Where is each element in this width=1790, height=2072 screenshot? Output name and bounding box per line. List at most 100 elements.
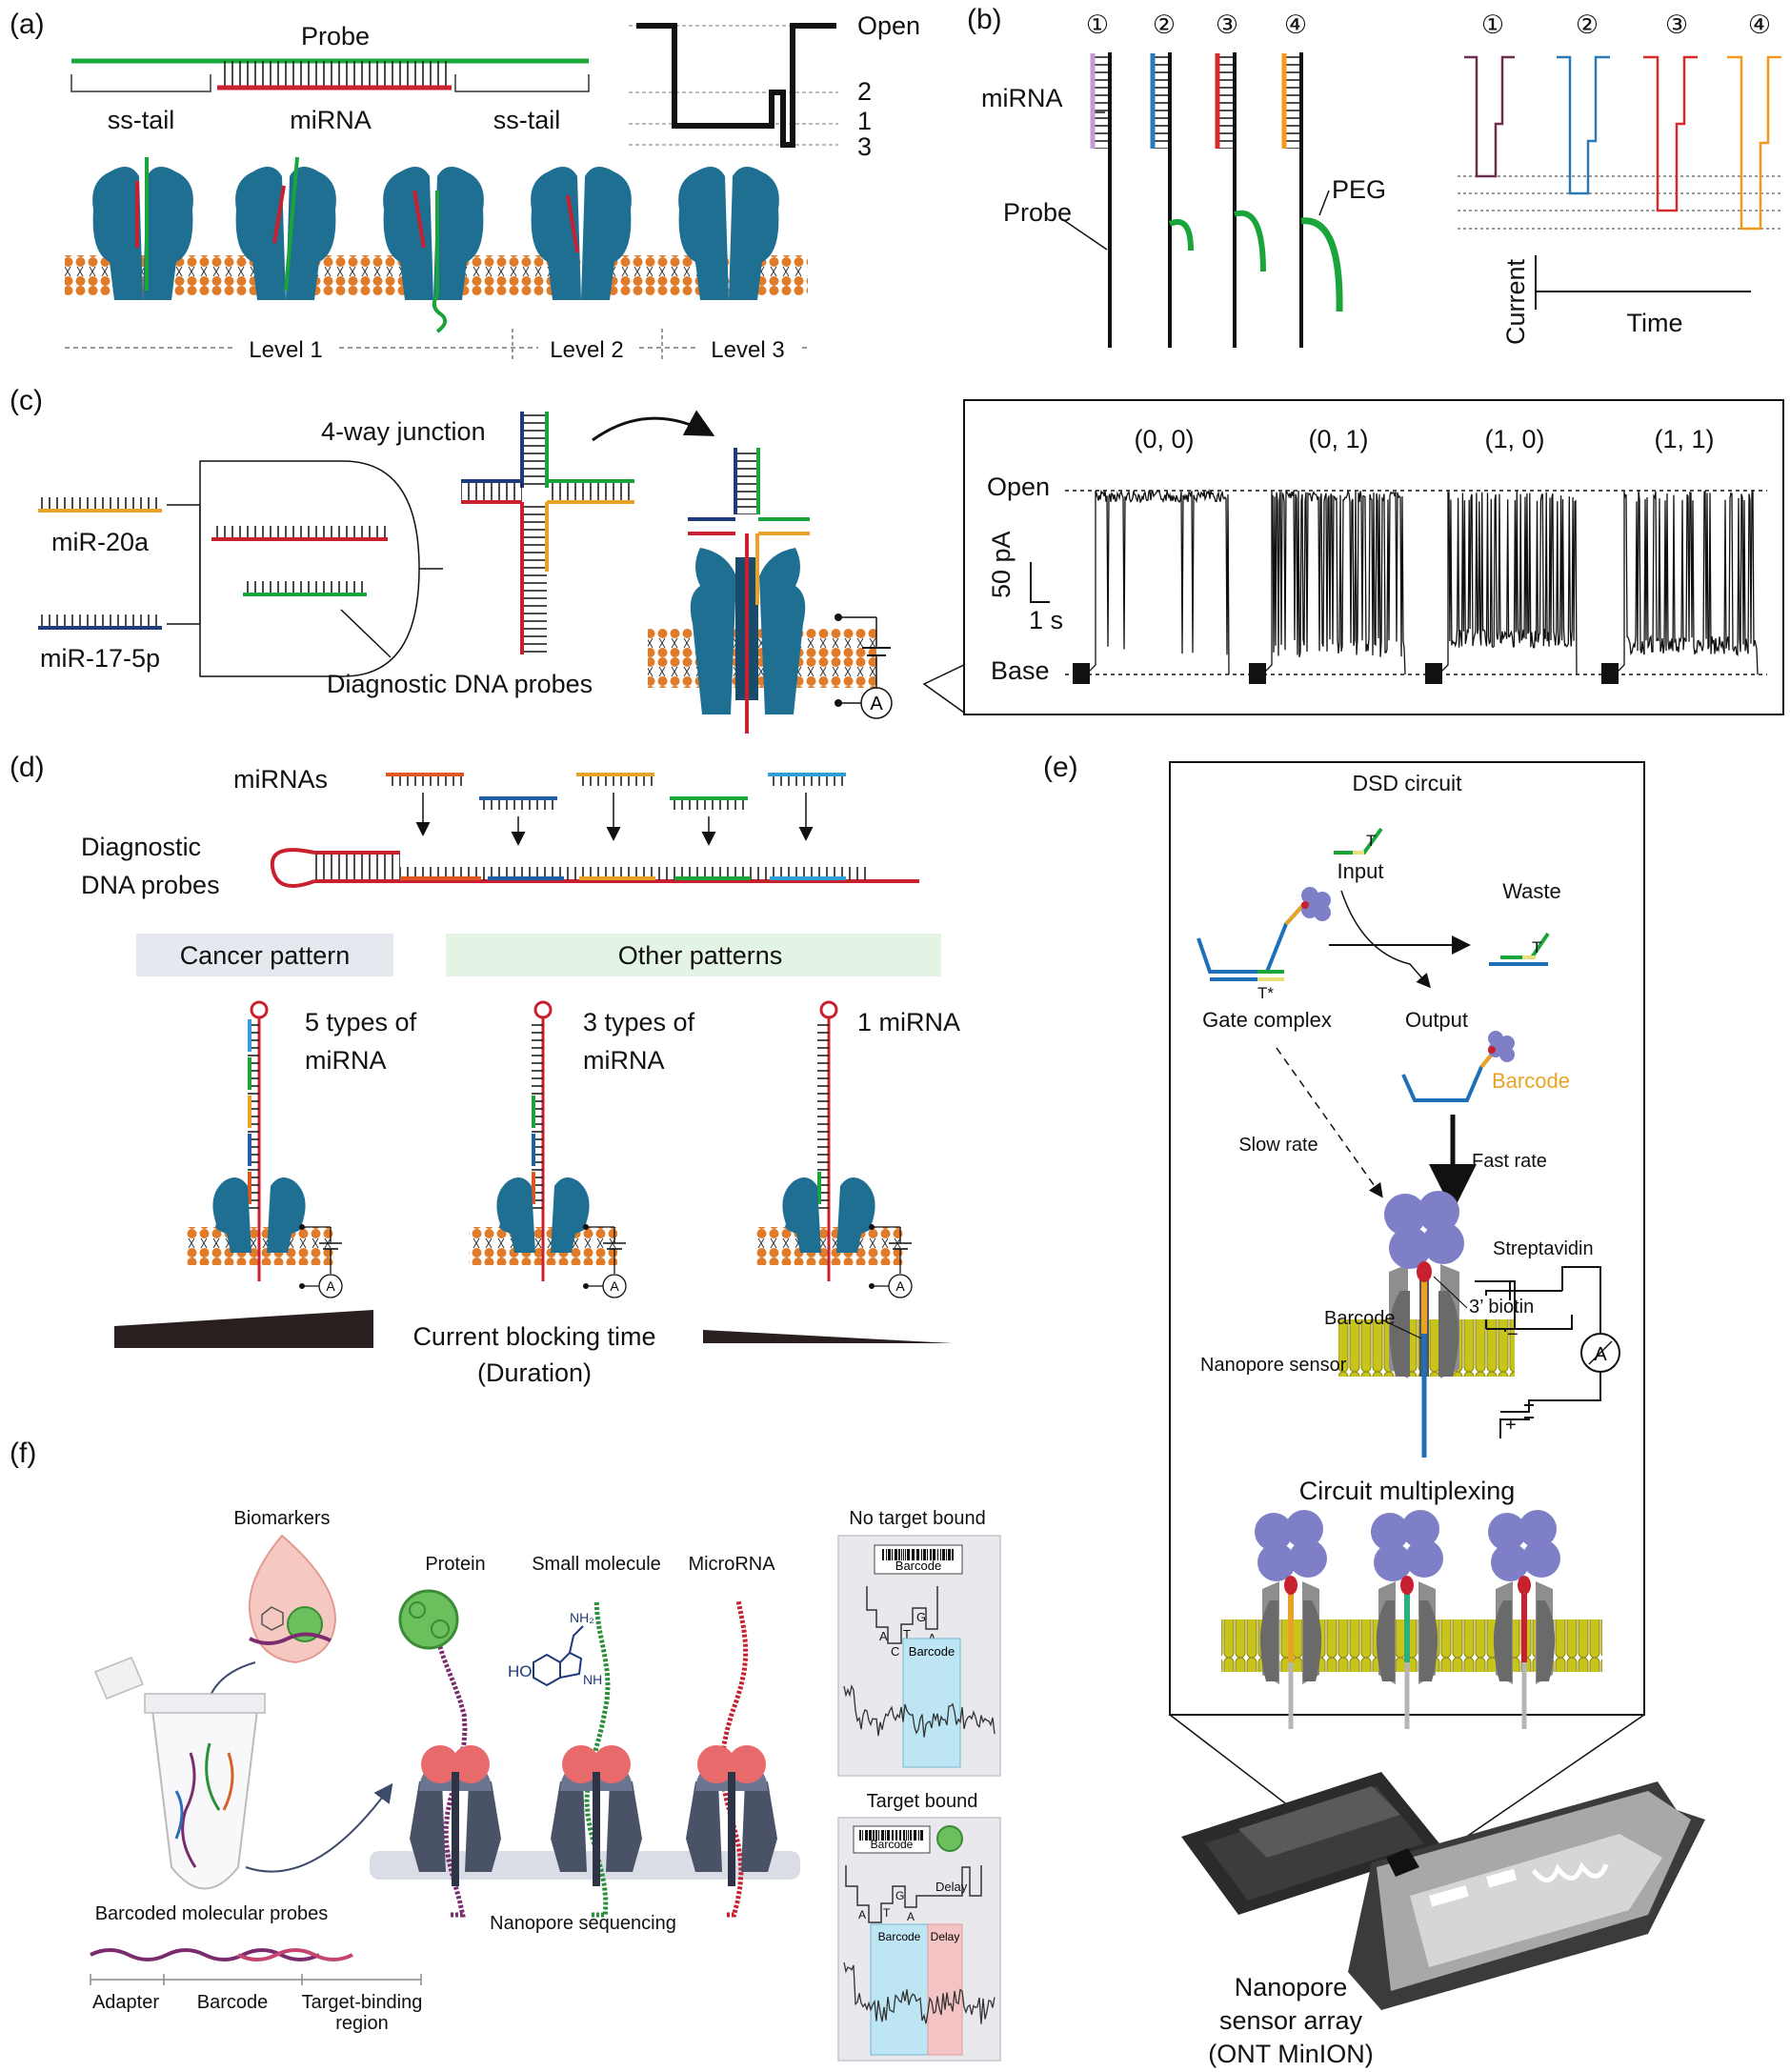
f-adapter-label: Adapter bbox=[92, 1992, 159, 2013]
f-box2-base-g: G bbox=[895, 1889, 904, 1902]
c-mir17-label: miR-17-5p bbox=[40, 644, 160, 673]
level1-label: Level 1 bbox=[249, 337, 322, 363]
d-diag-line2: DNA probes bbox=[81, 871, 220, 899]
b-peg-label: PEG bbox=[1332, 175, 1386, 204]
b-time-label: Time bbox=[1627, 309, 1683, 337]
level3-label: Level 3 bbox=[711, 337, 784, 363]
level2-label: Level 2 bbox=[550, 337, 623, 363]
duplex-rungs bbox=[219, 61, 450, 86]
probe-num-2: ② bbox=[1153, 10, 1176, 39]
pore-a4 bbox=[531, 167, 632, 300]
e-gate-complex: T* bbox=[1197, 887, 1331, 1002]
panel-a-letter: (a) bbox=[10, 9, 45, 40]
c-trace-3 bbox=[1438, 491, 1578, 675]
e-gate-label: Gate complex bbox=[1202, 1008, 1332, 1032]
panel-c-letter: (c) bbox=[10, 385, 43, 416]
f-small-label: Small molecule bbox=[532, 1554, 661, 1575]
other-patterns-box bbox=[446, 934, 941, 976]
minion-device bbox=[1181, 1772, 1705, 2010]
f-microrna-label: MicroRNA bbox=[688, 1554, 775, 1575]
b-traces bbox=[1458, 55, 1781, 310]
c-state-label-2: (0, 1) bbox=[1308, 425, 1368, 453]
f-biomarkers-label: Biomarkers bbox=[233, 1508, 330, 1529]
panel-a: (a) Probe ss-tail miRNA ss-tail Open 2 1… bbox=[10, 9, 920, 363]
probe-num-4: ④ bbox=[1284, 10, 1307, 39]
f-protein-label: Protein bbox=[425, 1554, 485, 1575]
c-junction-label: 4-way junction bbox=[321, 417, 486, 446]
e-barcode-label: Barcode bbox=[1324, 1308, 1396, 1329]
four-way-junction bbox=[461, 412, 634, 654]
d-pore-2: A bbox=[469, 1000, 627, 1298]
e-waste-label: Waste bbox=[1502, 879, 1561, 903]
f-ho-label: HO bbox=[508, 1662, 533, 1680]
f-box2-base-t: T bbox=[883, 1906, 891, 1920]
e-waste: T bbox=[1489, 932, 1550, 966]
b-mirna-label: miRNA bbox=[981, 84, 1063, 112]
f-box1-base-t: T bbox=[903, 1627, 911, 1641]
d-diag-line1: Diagnostic bbox=[81, 833, 201, 861]
ss-tail-left-label: ss-tail bbox=[108, 106, 175, 134]
e-array-l1: Nanopore bbox=[1235, 1973, 1348, 2002]
d-hairpin-probe bbox=[270, 848, 919, 888]
f-box2-region-barcode: Barcode bbox=[878, 1930, 921, 1943]
f-pore-1 bbox=[410, 1599, 501, 1918]
c-trace-base-block-2 bbox=[1249, 663, 1266, 684]
panel-a-trace: Open 2 1 3 bbox=[629, 11, 920, 161]
f-box1-base-a: A bbox=[879, 1629, 888, 1643]
trace-level1-label: 1 bbox=[857, 107, 872, 135]
ss-tail-right-label: ss-tail bbox=[493, 106, 561, 134]
f-box1-base-g: G bbox=[916, 1610, 926, 1624]
e-barcode-out-label: Barcode bbox=[1492, 1069, 1570, 1093]
c-trace-base-block-3 bbox=[1425, 663, 1442, 684]
f-target-l2: region bbox=[335, 2013, 389, 2034]
trace-num-2: ② bbox=[1576, 10, 1599, 39]
panel-f: (f) Biomarkers Barcoded molecular probes… bbox=[10, 1438, 1001, 2062]
f-box1-barcode-text: Barcode bbox=[895, 1559, 941, 1573]
pore-a2 bbox=[235, 156, 336, 300]
f-box2-signal bbox=[843, 1961, 996, 2024]
ss-tail-right-bracket bbox=[454, 74, 590, 92]
probe-num-1: ① bbox=[1086, 10, 1109, 39]
trace-num-3: ③ bbox=[1665, 10, 1688, 39]
f-pore-3 bbox=[686, 1599, 777, 1918]
c-state-label-4: (1, 1) bbox=[1654, 425, 1714, 453]
d-blocking-l1: Current blocking time bbox=[412, 1322, 655, 1351]
c-scale-y-label: 50 pA bbox=[987, 531, 1016, 598]
cancer-pattern-box bbox=[136, 934, 393, 976]
trace-level2-label: 2 bbox=[857, 77, 872, 106]
f-sequencing-label: Nanopore sequencing bbox=[490, 1913, 676, 1934]
trace-num-4: ④ bbox=[1748, 10, 1771, 39]
c-mir20a-label: miR-20a bbox=[51, 528, 150, 556]
current-trace-line bbox=[636, 23, 836, 148]
d-cancer-label: Cancer pattern bbox=[180, 941, 351, 970]
trace-open-label: Open bbox=[857, 11, 920, 40]
e-output bbox=[1401, 1031, 1515, 1102]
c-trace-2 bbox=[1261, 489, 1406, 675]
d-pore-3: A bbox=[754, 1000, 913, 1298]
e-input-label: Input bbox=[1337, 859, 1384, 883]
e-multiplex-pores bbox=[1221, 1510, 1602, 1729]
f-barcode-label: Barcode bbox=[197, 1992, 269, 2013]
panel-b-letter: (b) bbox=[967, 4, 1002, 35]
and-gate-shape bbox=[199, 460, 420, 677]
d-other-label: Other patterns bbox=[618, 941, 783, 970]
e-minus-label: − bbox=[1507, 1324, 1518, 1345]
d-five-l2: miRNA bbox=[305, 1046, 387, 1075]
e-multiplex-pore-2 bbox=[1371, 1510, 1443, 1729]
c-trace-1 bbox=[1085, 488, 1230, 675]
e-multiplex-pore-3 bbox=[1488, 1510, 1560, 1729]
panel-d: (d) miRNAs Diagnostic DNA probes bbox=[10, 752, 960, 1387]
d-ammeter-2: A bbox=[610, 1278, 619, 1294]
trace-level3-label: 3 bbox=[857, 132, 872, 161]
f-box2-base-a: A bbox=[858, 1908, 866, 1921]
f-box1-signal bbox=[843, 1683, 996, 1738]
f-box2-base-a2: A bbox=[907, 1910, 915, 1923]
f-small-molecule: HO NH NH₂ bbox=[508, 1610, 602, 1687]
c-ammeter-label: A bbox=[870, 694, 883, 714]
d-one-label: 1 miRNA bbox=[857, 1008, 960, 1036]
e-input-t: T bbox=[1366, 832, 1376, 850]
c-diag-probes-label: Diagnostic DNA probes bbox=[327, 670, 593, 698]
panel-c: (c) miR-20a miR-17-5p Diagnostic DNA pro… bbox=[10, 385, 1784, 734]
